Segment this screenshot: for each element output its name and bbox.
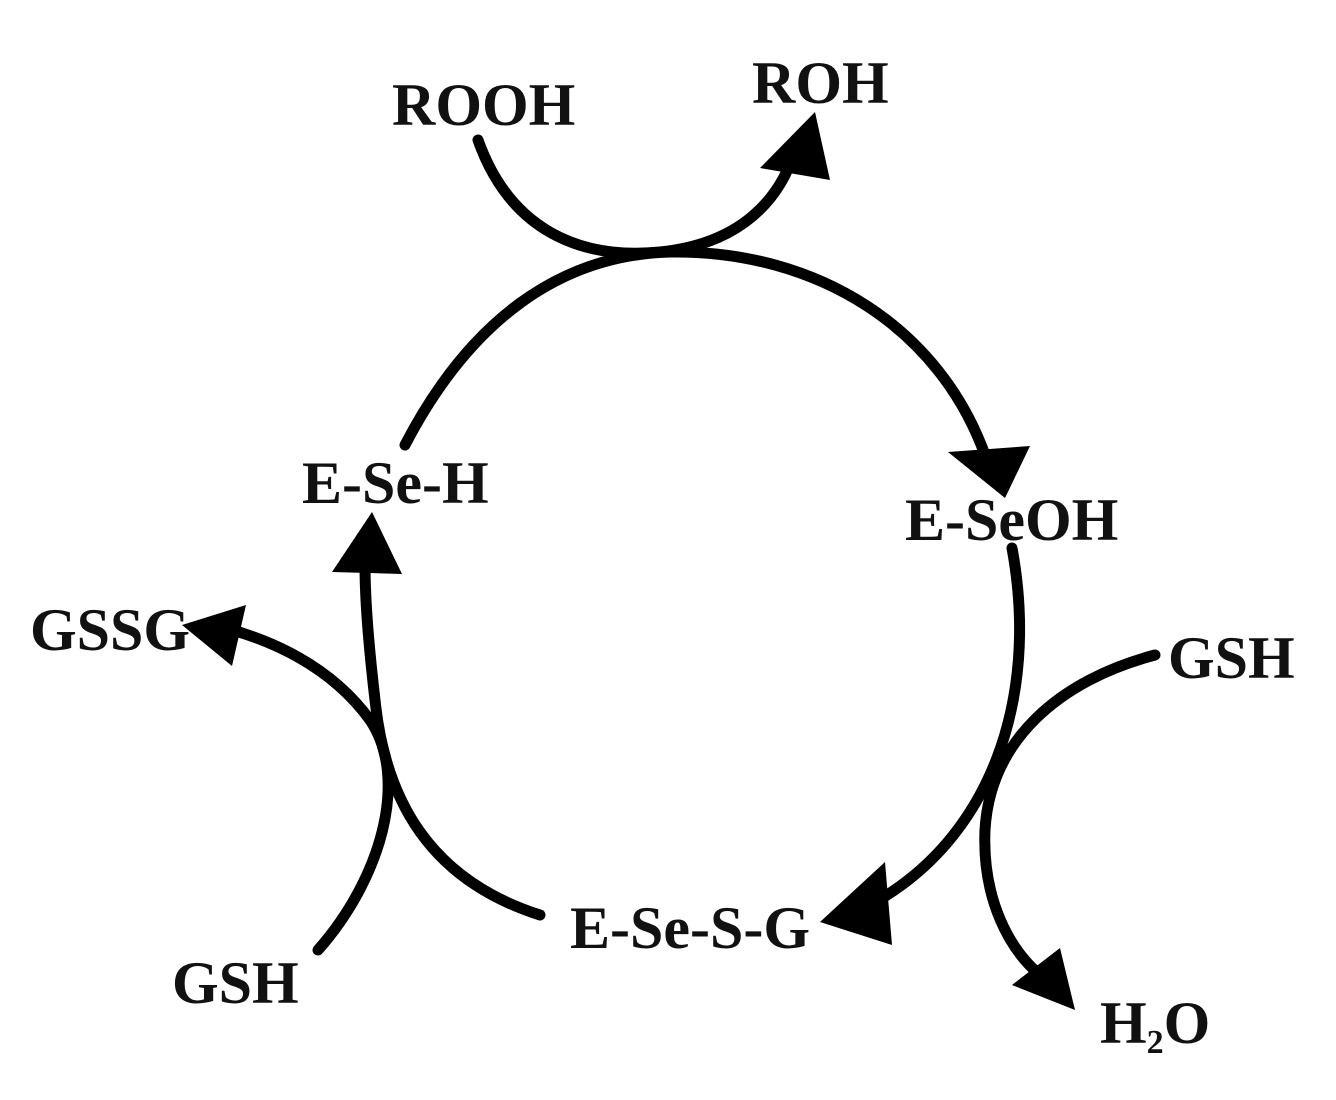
rooh-label: ROOH: [392, 72, 575, 138]
arc-gsh-to-h2o: [979, 649, 1161, 981]
gsh-right-label: GSH: [1168, 625, 1295, 691]
arrowhead-to-gssg: [182, 605, 246, 666]
arc-gsh-to-gssg: [219, 622, 394, 956]
h2o-h: H: [1100, 990, 1147, 1056]
e-seoh-label: E-SeOH: [905, 487, 1118, 553]
arrowhead-to-roh: [760, 112, 830, 180]
h2o-subscript: 2: [1147, 1024, 1164, 1061]
h2o-o: O: [1164, 990, 1211, 1056]
arrowhead-to-e-se-h: [332, 512, 402, 574]
arrowhead-to-e-se-s-g: [820, 862, 892, 945]
gsh-bottom-label: GSH: [172, 950, 299, 1016]
h2o-label: H2O: [1100, 990, 1210, 1061]
roh-label: ROH: [752, 50, 889, 116]
arc-e-se-h-to-e-seoh: [399, 246, 991, 461]
arc-e-se-s-g-to-e-se-h: [359, 559, 546, 921]
arc-rooh-to-roh: [472, 134, 801, 259]
arrowhead-to-e-seoh: [948, 446, 1030, 498]
e-se-s-g-label: E-Se-S-G: [570, 895, 810, 961]
e-se-h-label: E-Se-H: [302, 450, 489, 516]
gssg-label: GSSG: [30, 597, 190, 663]
arrowhead-to-h2o: [1012, 948, 1075, 1010]
arc-e-seoh-to-e-se-s-g: [864, 542, 1026, 911]
